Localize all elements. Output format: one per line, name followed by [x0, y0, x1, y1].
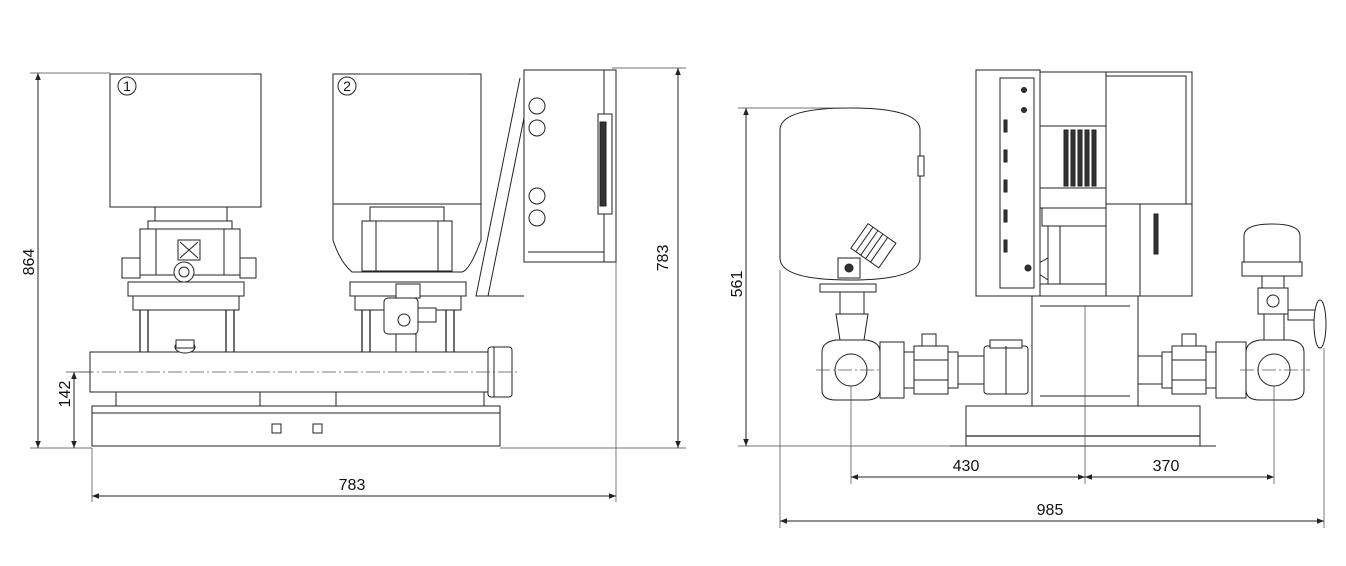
dim-985-label: 985: [1037, 502, 1064, 519]
base-frame: [91, 391, 501, 447]
pump-2: 2: [332, 73, 482, 353]
dim-864: 864: [21, 72, 110, 449]
dim-783-vertical-label: 783: [655, 245, 672, 272]
callout-2-circle: [337, 76, 357, 96]
dim-783-vertical: 783: [500, 67, 686, 449]
manifold-pipe: [80, 339, 520, 398]
dim-985: 985: [779, 270, 1325, 528]
front-view: 1 2: [21, 67, 686, 502]
callout-2: 2: [343, 78, 351, 94]
dim-864-label: 864: [21, 249, 38, 276]
dim-370-label: 370: [1153, 458, 1180, 475]
dim-561-label: 561: [729, 271, 746, 298]
side-pump: [975, 69, 1193, 407]
side-view: 561 430 370 985: [729, 69, 1327, 528]
dim-561: 561: [729, 107, 966, 447]
side-left-piping: [816, 333, 1029, 401]
side-base: [950, 405, 1216, 447]
dim-142: 142: [57, 371, 92, 448]
dim-783-horizontal-label: 783: [339, 477, 366, 494]
side-right-piping: [1137, 223, 1327, 401]
dim-783-horizontal: 783: [91, 262, 617, 502]
motor-fins: [1063, 129, 1097, 187]
base-slot-left: [271, 423, 282, 434]
pump-1: 1: [109, 73, 262, 352]
dim-430-370: 430 370: [850, 306, 1275, 484]
dim-142-label: 142: [57, 381, 74, 408]
dim-430-label: 430: [953, 458, 980, 475]
pump-1-motor: [109, 73, 262, 208]
base-slot-right: [312, 423, 323, 434]
callout-1-circle: [117, 76, 137, 96]
pump-2-motor: [332, 73, 482, 205]
callout-1: 1: [123, 78, 131, 94]
expansion-tank: [779, 107, 925, 341]
control-cabinet: [475, 69, 617, 297]
